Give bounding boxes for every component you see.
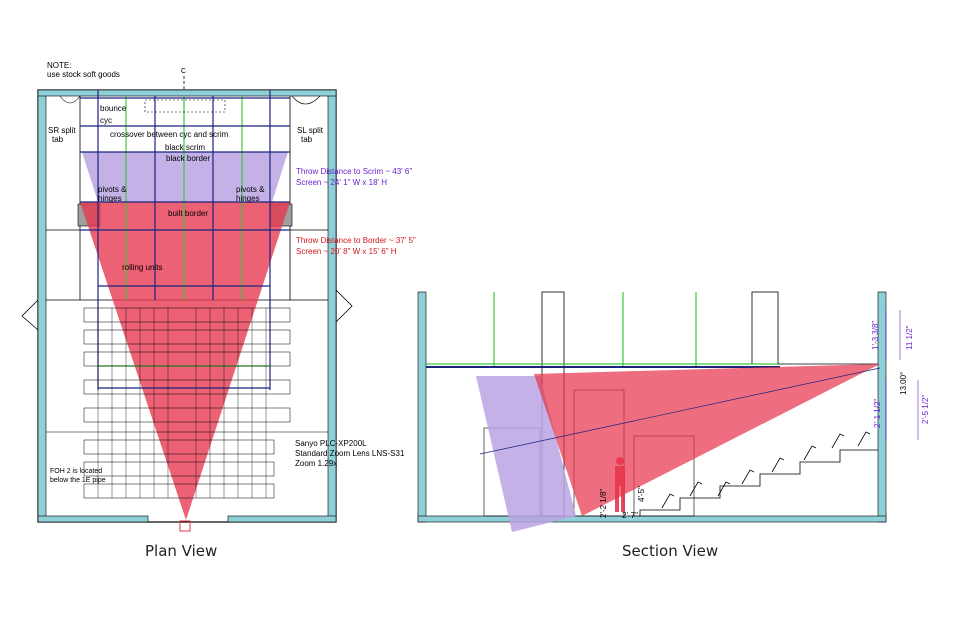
- label-crossover: crossover between cyc and scrim: [110, 130, 229, 139]
- person-figure-icon: [615, 457, 625, 512]
- dim-angle: 13.00°: [899, 372, 908, 395]
- throw-scrim-line-2: Screen ~ 24' 1" W x 18' H: [296, 178, 387, 187]
- throw-scrim-line-1: Throw Distance to Scrim ~ 43' 6": [296, 167, 412, 176]
- dim-7: 2'-2 1/8": [599, 489, 608, 518]
- plan-view: NOTE: use stock soft goods C: [21, 61, 416, 532]
- section-border-projection: [534, 364, 880, 516]
- plan-note-title: NOTE:: [47, 61, 71, 70]
- section-view-caption: Section View: [622, 542, 719, 560]
- label-sr-split-2: tab: [52, 135, 64, 144]
- dim-4: 2'-1 1/2": [873, 399, 882, 428]
- projector-model: Sanyo PLC-XP200L: [295, 439, 367, 448]
- dim-1: 1'-3 3/8": [871, 321, 880, 350]
- dim-6: 4'-5": [637, 486, 646, 502]
- label-pivots-right-1: pivots &: [236, 185, 265, 194]
- label-black-scrim: black scrim: [165, 143, 205, 152]
- label-sl-split-2: tab: [301, 135, 313, 144]
- label-pivots-left-1: pivots &: [98, 185, 127, 194]
- scrim-projection-area: [82, 152, 288, 202]
- projector-zoom: Zoom 1.29x: [295, 459, 337, 468]
- plan-walls: [21, 89, 353, 523]
- dim-8: 2'-7": [622, 511, 638, 520]
- label-bounce: bounce: [100, 104, 127, 113]
- label-pivots-right-2: hinges: [236, 194, 260, 203]
- section-view: 1'-3 3/8" 11 1/2" 13.00° 2'-1 1/2" 2'-5 …: [417, 291, 930, 532]
- center-line-mark: C: [181, 68, 186, 75]
- label-sl-split-1: SL split: [297, 126, 324, 135]
- dim-2: 11 1/2": [905, 325, 914, 350]
- label-rolling-units: rolling units: [122, 263, 162, 272]
- label-pivots-left-2: hinges: [98, 194, 122, 203]
- dim-5: 2'-5 1/2": [921, 395, 930, 424]
- seating-risers: [639, 449, 878, 516]
- projector-icon: [179, 520, 191, 532]
- label-built-border: built border: [168, 209, 208, 218]
- seating-rows: [46, 307, 328, 499]
- label-cyc: cyc: [100, 116, 112, 125]
- throw-border-line-1: Throw Distance to Border ~ 37' 5": [296, 236, 416, 245]
- plan-view-caption: Plan View: [145, 542, 218, 560]
- section-scrim-projection: [476, 376, 576, 532]
- foh-note-2: below the 1E pipe: [50, 477, 106, 484]
- foh-note-1: FOH 2 is located: [50, 468, 102, 475]
- projector-lens: Standard Zoom Lens LNS-S31: [295, 449, 405, 458]
- label-black-border: black border: [166, 154, 210, 163]
- seat-icons: [661, 431, 871, 509]
- label-sr-split-1: SR split: [48, 126, 76, 135]
- plan-note-body: use stock soft goods: [47, 70, 120, 79]
- border-projection-cone: [80, 202, 290, 520]
- throw-border-line-2: Screen ~ 20' 8" W x 15' 6" H: [296, 247, 397, 256]
